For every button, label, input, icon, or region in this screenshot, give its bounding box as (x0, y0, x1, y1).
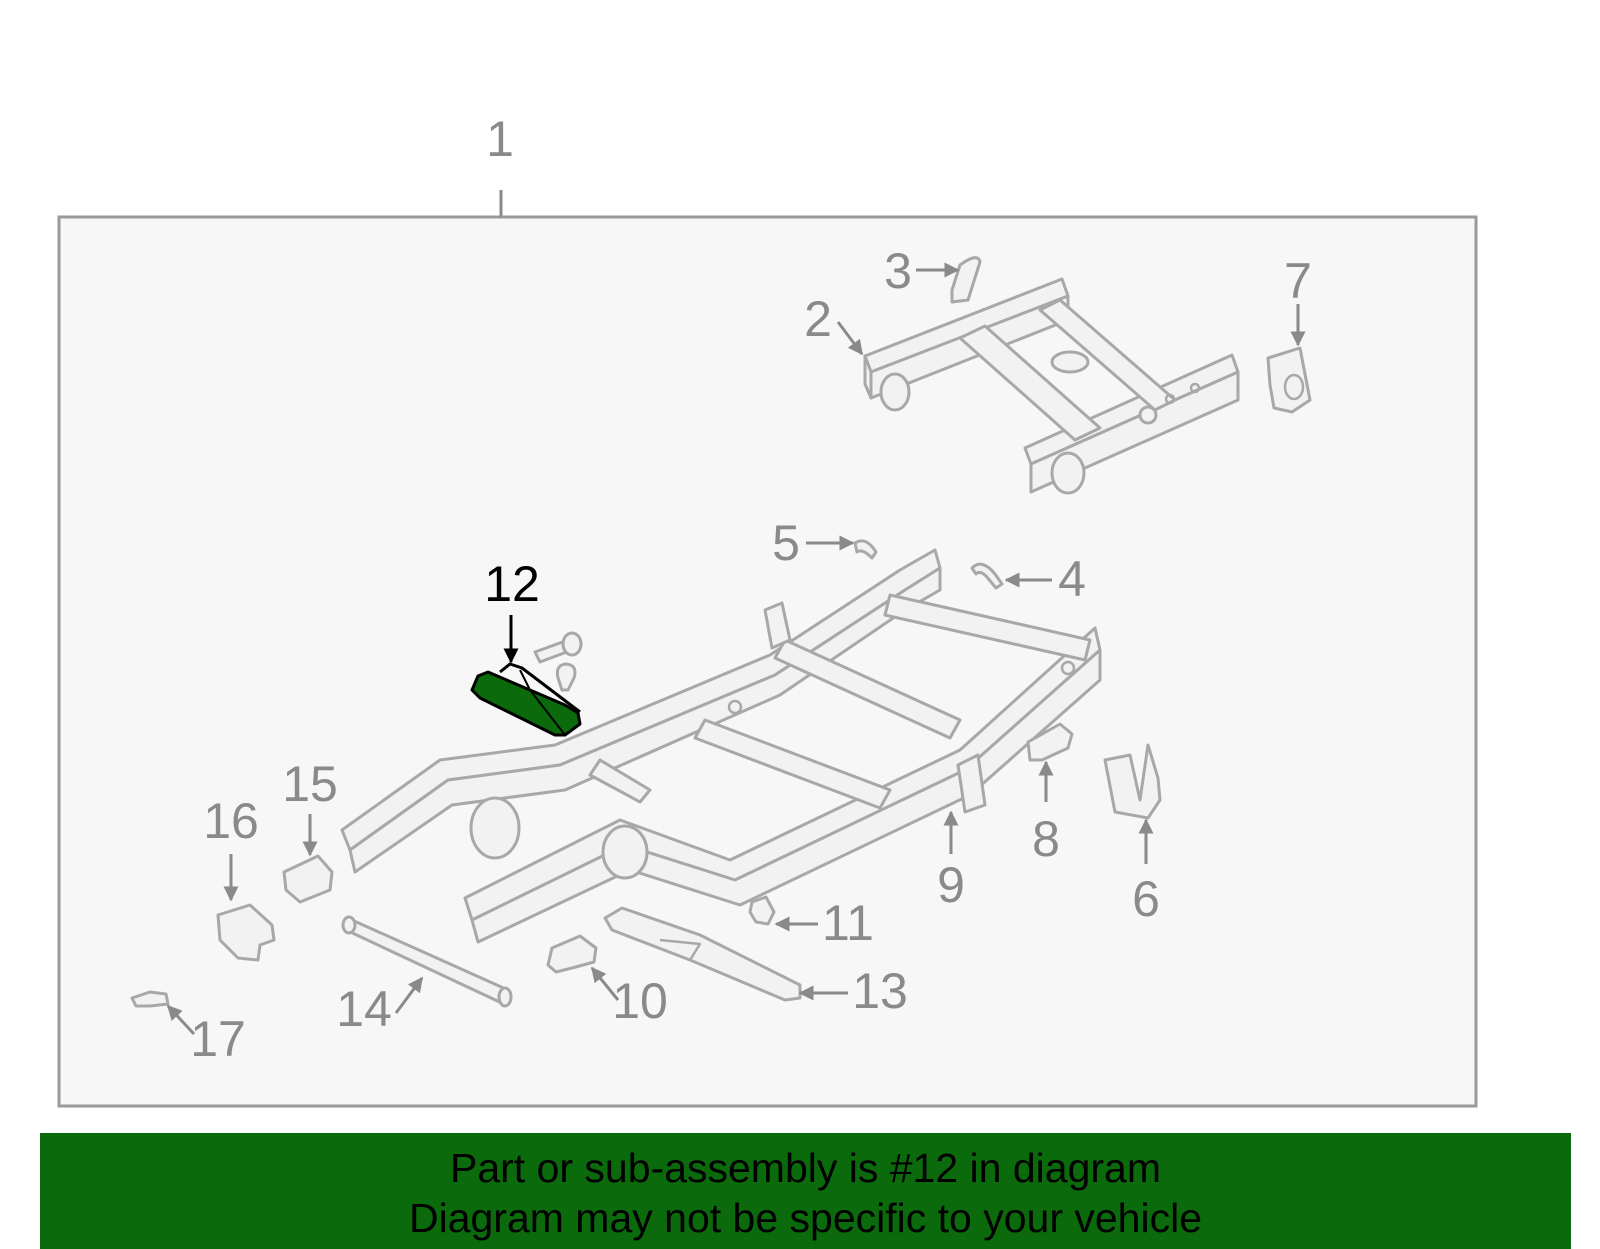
callout-7: 7 (1284, 253, 1312, 309)
part-1-frame-assembly (340, 548, 1102, 944)
part-10-bracket (546, 934, 598, 974)
callout-16: 16 (203, 793, 259, 849)
part-6-bracket (1103, 743, 1162, 820)
part-5-bolt (853, 539, 878, 560)
info-banner-line-2: Diagram may not be specific to your vehi… (408, 1195, 1202, 1241)
callout-11: 11 (822, 895, 874, 951)
callout-12: 12 (484, 556, 540, 612)
callout-14-leader (394, 976, 424, 1014)
callout-17: 17 (190, 1011, 246, 1067)
part-7-bracket (1266, 346, 1312, 414)
part-17-clip (130, 990, 170, 1008)
callout-10-leader (590, 966, 620, 1001)
part-15-mount (282, 854, 334, 904)
part-4-bolt (970, 562, 1004, 590)
callout-5: 5 (772, 515, 800, 571)
part-11-clip (748, 895, 776, 926)
callout-17-leader (166, 1004, 196, 1036)
callout-14: 14 (336, 981, 392, 1037)
callout-3: 3 (884, 243, 912, 299)
callout-2: 2 (804, 291, 832, 347)
callout-1: 1 (486, 111, 514, 167)
info-banner-line-1: Part or sub-assembly is #12 in diagram (450, 1145, 1161, 1191)
part-14-tube (341, 915, 513, 1008)
part-2-rear-crossmember (863, 277, 1240, 495)
callout-9: 9 (937, 857, 965, 913)
callout-8: 8 (1032, 811, 1060, 867)
callout-15: 15 (282, 756, 338, 812)
callout-4: 4 (1058, 551, 1086, 607)
callout-2-leader (836, 321, 864, 356)
callout-6: 6 (1132, 871, 1160, 927)
callout-10: 10 (612, 973, 668, 1029)
info-banner: Part or sub-assembly is #12 in diagram D… (40, 1133, 1571, 1249)
part-12-bracket-highlighted (470, 631, 583, 737)
part-16-bracket (216, 903, 276, 962)
part-8-mount (1026, 722, 1074, 762)
callout-13: 13 (852, 963, 908, 1019)
